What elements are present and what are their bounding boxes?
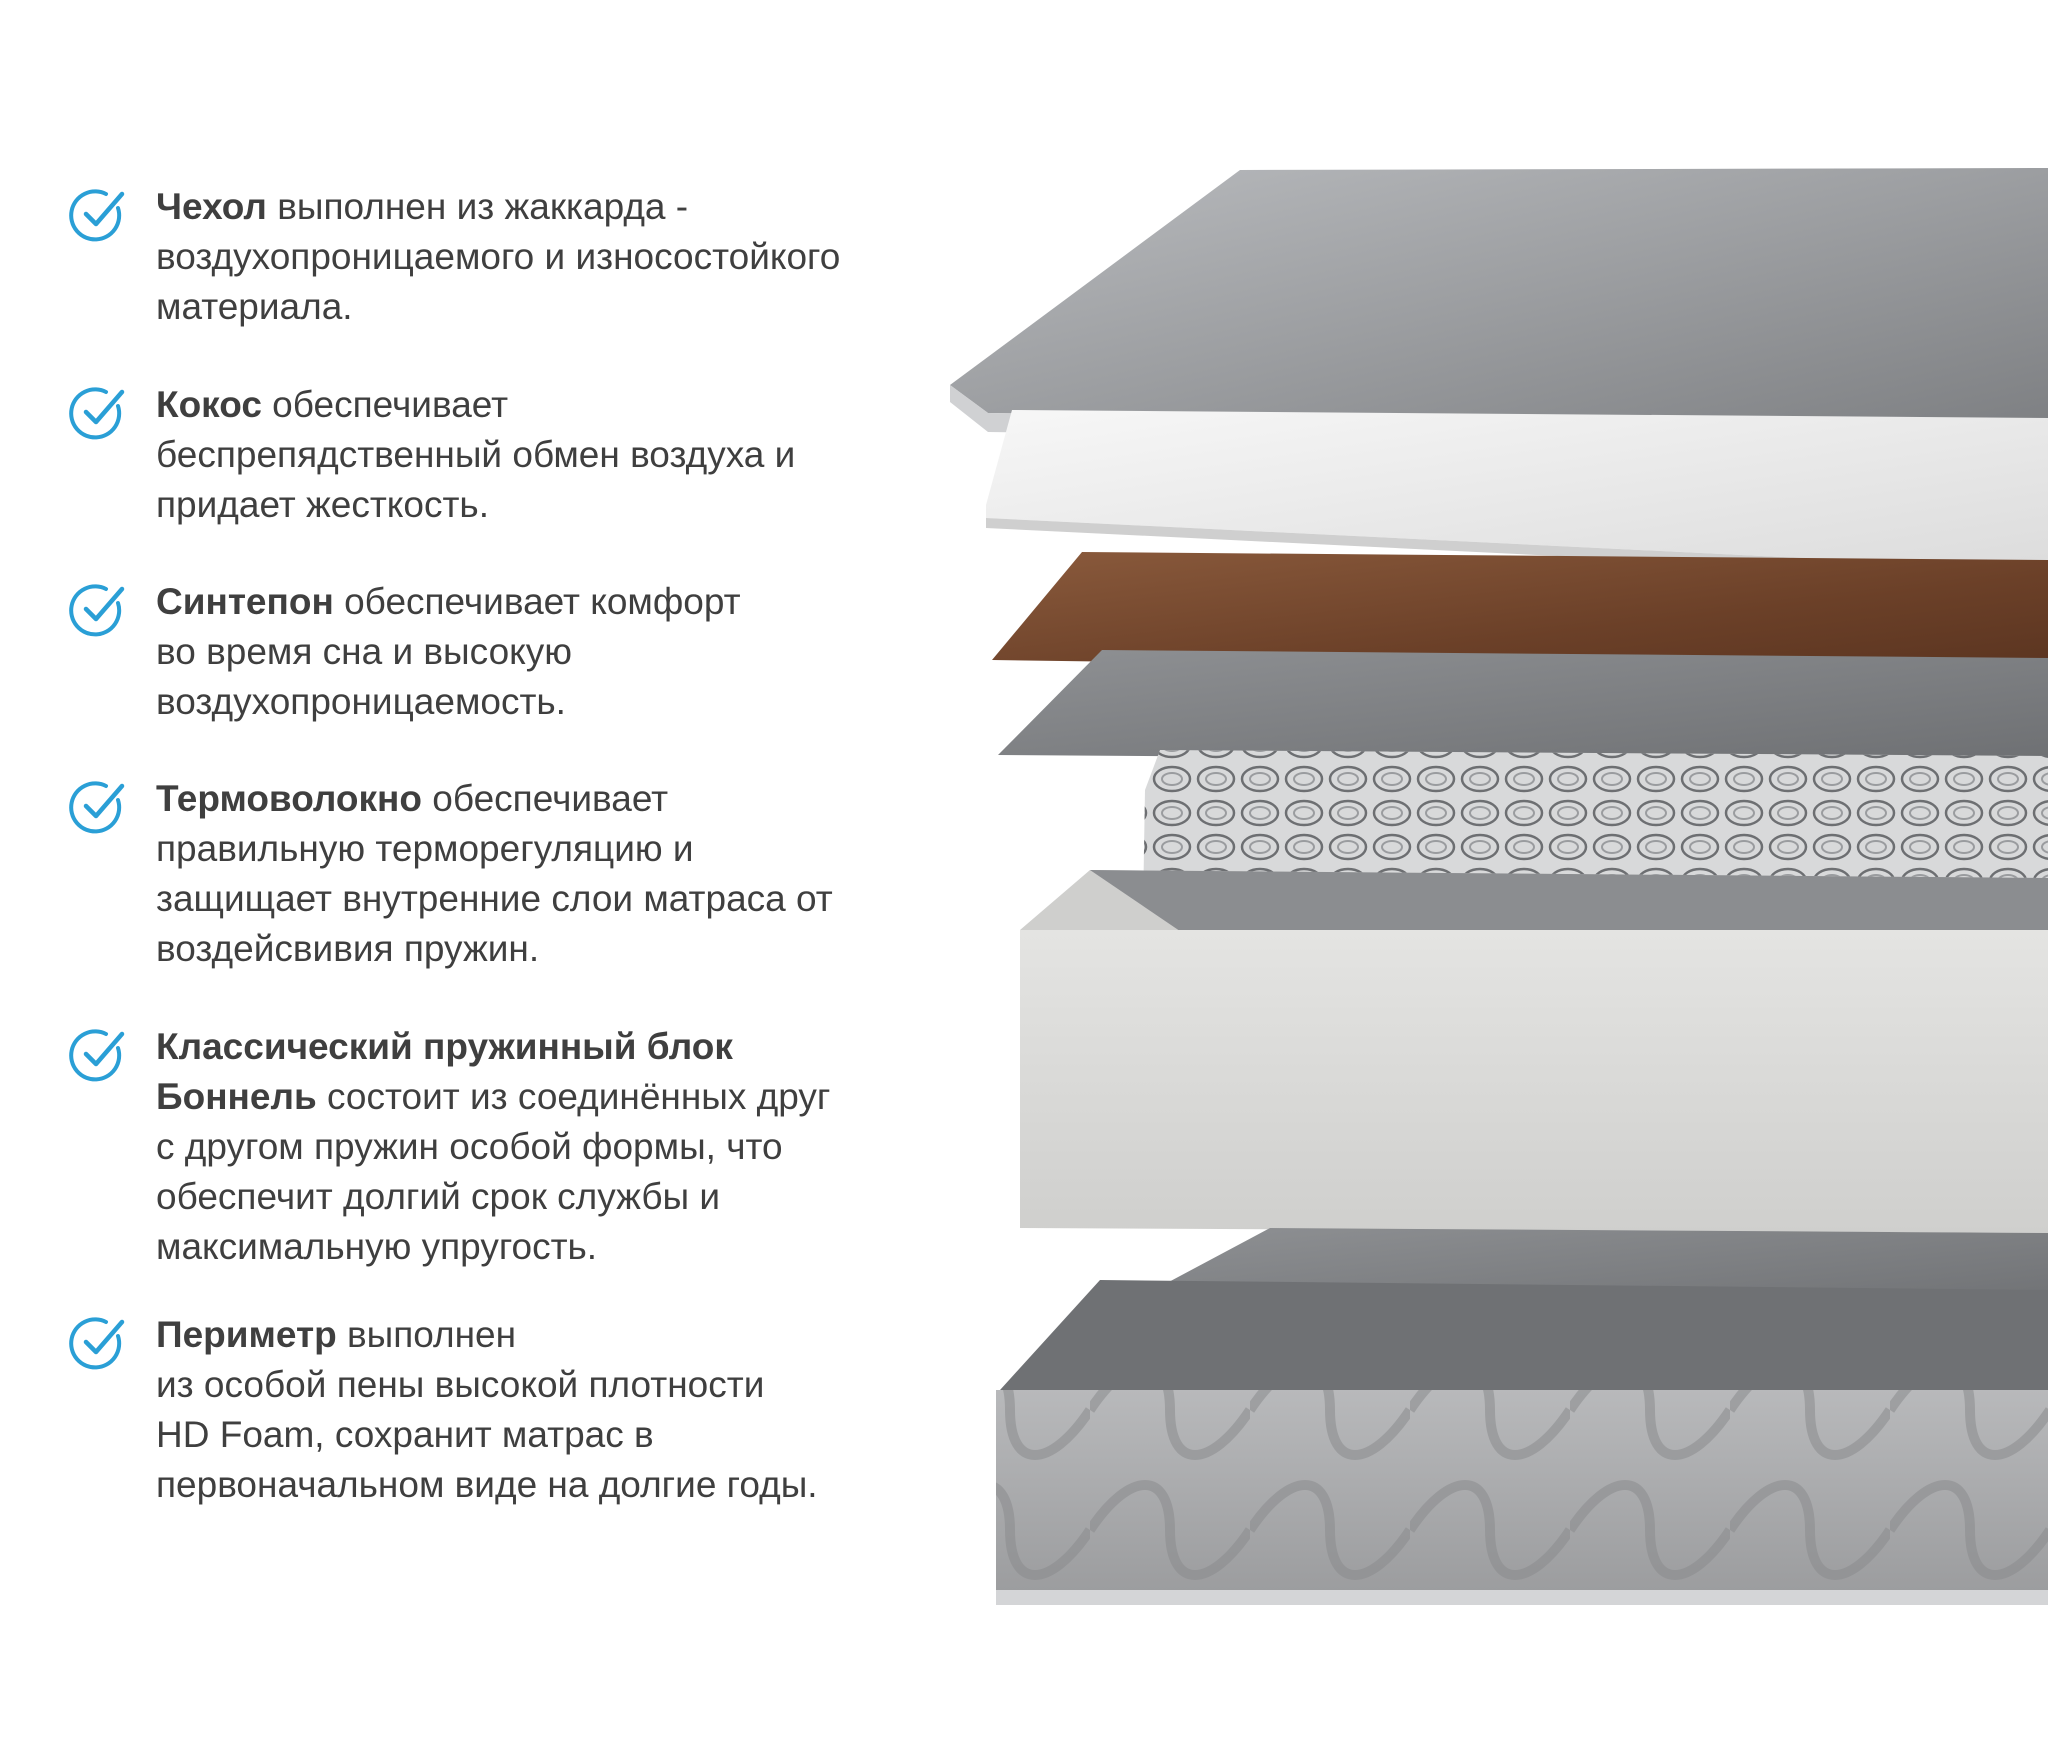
feature-text: Периметр выполнен из особой пены высокой… [156, 1314, 818, 1505]
feature-item-perimeter: Периметр выполнен из особой пены высокой… [66, 1310, 818, 1510]
feature-item-thermofiber: Термоволокно обеспечивает правильную тер… [66, 774, 833, 974]
feature-text: Кокос обеспечивает беспрепядственный обм… [156, 384, 796, 525]
check-circle-icon [69, 189, 125, 242]
perimeter-frame [1020, 870, 2048, 1233]
mattress-base [996, 1280, 2048, 1605]
feature-text: Классический пружинный блок Боннель сост… [156, 1026, 831, 1267]
check-circle-icon [69, 1317, 125, 1370]
check-circle-icon [69, 781, 125, 834]
coconut-layer [992, 552, 2048, 675]
check-circle-icon [69, 584, 125, 637]
feature-item-cover: Чехол выполнен из жаккарда - воздухопрон… [66, 182, 840, 332]
mattress-layers-illustration [950, 168, 2048, 1605]
feature-item-syntepon: Синтепон обеспечивает комфорт во время с… [66, 577, 741, 727]
cover-layer [950, 168, 2048, 445]
thermofiber-layer [998, 650, 2048, 762]
feature-text: Термоволокно обеспечивает правильную тер… [156, 778, 833, 969]
check-circle-icon [69, 1029, 125, 1082]
check-circle-icon [69, 387, 125, 440]
feature-item-spring-block: Классический пружинный блок Боннель сост… [66, 1022, 830, 1272]
feature-item-coconut: Кокос обеспечивает беспрепядственный обм… [66, 380, 795, 530]
feature-text: Чехол выполнен из жаккарда - воздухопрон… [156, 186, 841, 327]
feature-text: Синтепон обеспечивает комфорт во время с… [156, 581, 741, 722]
